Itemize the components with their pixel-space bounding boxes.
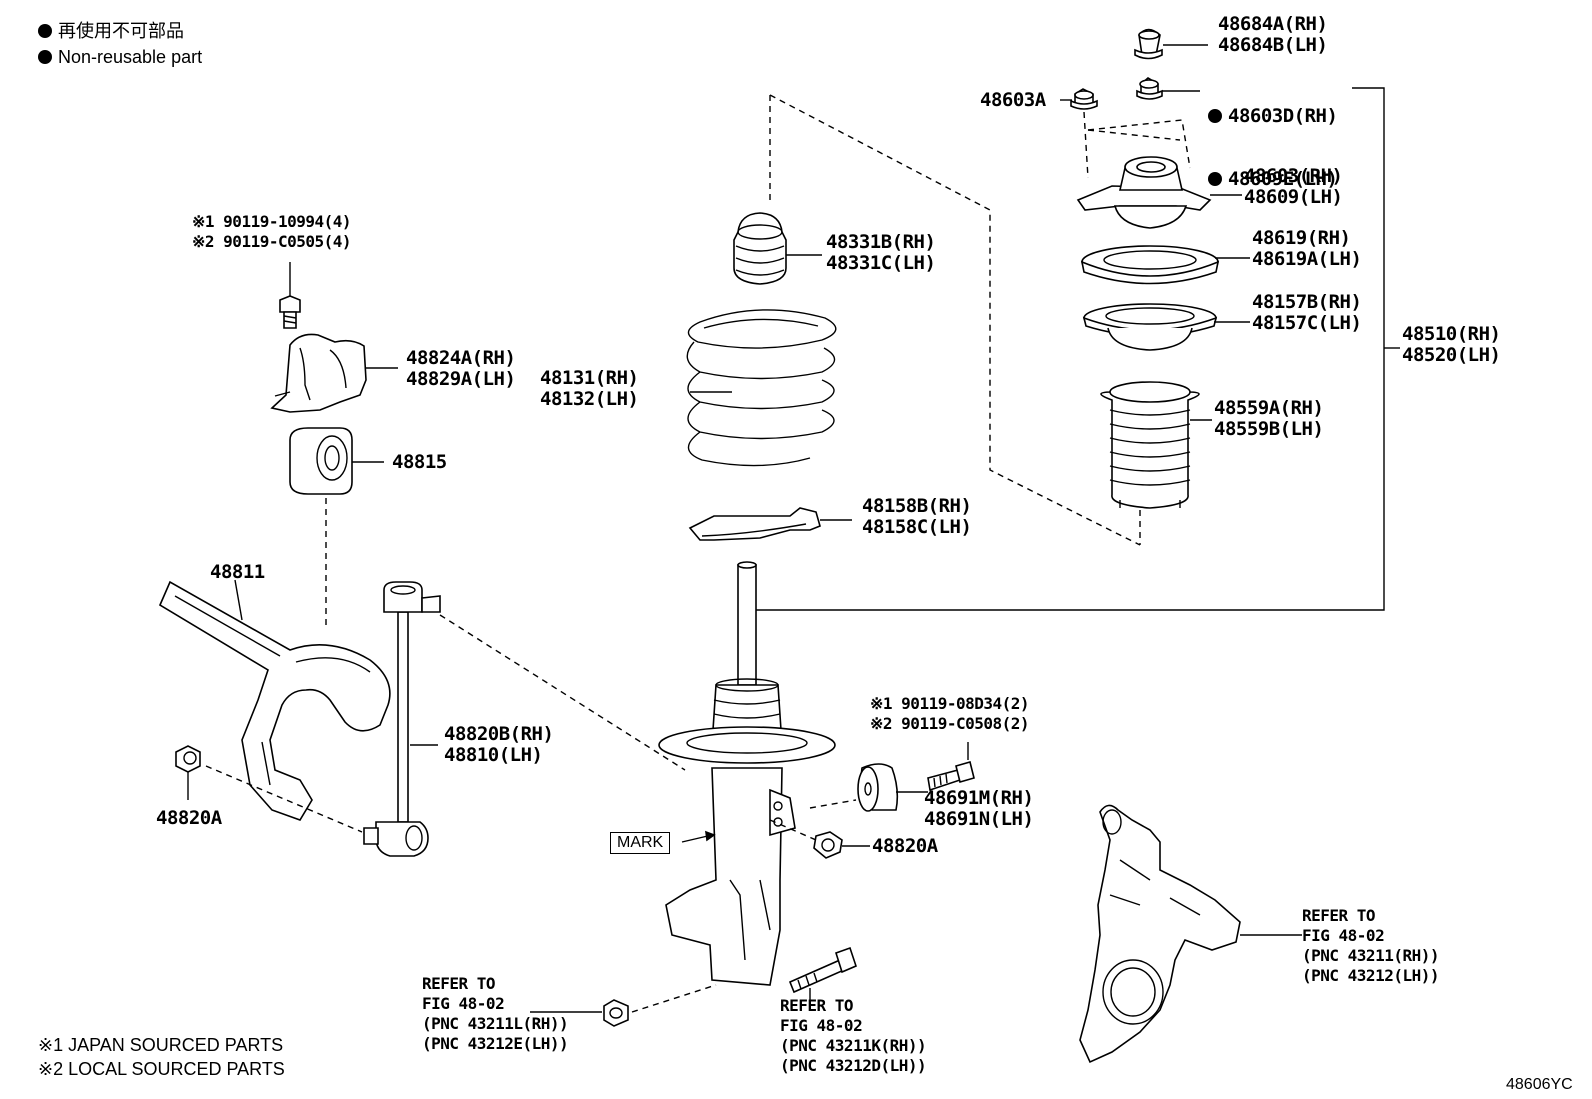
insulator-48158	[688, 507, 821, 541]
bracket-48824	[270, 333, 367, 413]
legend-non-reusable-jp: 再使用不可部品	[38, 20, 184, 42]
label-90119-b: ※1 90119-08D34(2)※2 90119-C0508(2)	[870, 694, 1030, 733]
stabilizer-link-48820b	[363, 581, 441, 857]
label-48824: 48824A(RH)48829A(LH)	[406, 347, 516, 390]
label-48820a-right: 48820A	[872, 835, 938, 857]
footnote-japan-sourced: ※1 JAPAN SOURCED PARTS	[38, 1035, 284, 1055]
bullet-icon	[38, 24, 52, 38]
label-48820a-left: 48820A	[156, 807, 222, 829]
label-90119-a: ※1 90119-10994(4)※2 90119-C0505(4)	[192, 212, 352, 251]
stabilizer-bar-48811	[158, 580, 391, 821]
label-48603: 48603(RH)48609(LH)	[1244, 165, 1343, 208]
label-48619: 48619(RH)48619A(LH)	[1252, 227, 1362, 270]
label-48131: 48131(RH)48132(LH)	[540, 367, 639, 410]
label-48510: 48510(RH)48520(LH)	[1402, 323, 1501, 366]
label-48158: 48158B(RH)48158C(LH)	[862, 495, 972, 538]
label-48811: 48811	[210, 561, 265, 583]
footnote-local-sourced: ※2 LOCAL SOURCED PARTS	[38, 1059, 285, 1079]
label-48815: 48815	[392, 451, 447, 473]
bushing-48815	[289, 427, 353, 495]
coil-spring-48131	[686, 309, 837, 467]
figure-id: 48606YC	[1506, 1076, 1573, 1093]
bearing-48619	[1080, 245, 1220, 285]
mark-label: MARK	[610, 832, 671, 854]
nut-48820a-left	[175, 745, 201, 773]
label-48559: 48559A(RH)48559B(LH)	[1214, 397, 1324, 440]
label-48820b: 48820B(RH)48810(LH)	[444, 723, 554, 766]
spring-seat-48157	[1082, 303, 1218, 351]
dust-boot-48559	[1100, 381, 1200, 509]
label-48603a: 48603A	[980, 89, 1046, 111]
label-48157: 48157B(RH)48157C(LH)	[1252, 291, 1362, 334]
label-48603d: 48603D(RH) 48609E(LH)	[1208, 64, 1338, 211]
nut-43211l	[603, 999, 629, 1027]
label-48691: 48691M(RH)48691N(LH)	[924, 787, 1034, 830]
bullet-icon	[38, 50, 52, 64]
label-48684: 48684A(RH)48684B(LH)	[1218, 13, 1328, 56]
steering-knuckle	[1079, 804, 1241, 1064]
strut-assembly	[658, 561, 836, 986]
non-reusable-icon	[1208, 109, 1222, 123]
non-reusable-icon	[1208, 172, 1222, 186]
bolt-90119-10994	[279, 295, 301, 329]
bolt-90119-08d34	[927, 761, 975, 792]
nut-48603d	[1136, 77, 1163, 100]
nut-48603a	[1070, 88, 1098, 110]
bolt-43211k	[788, 946, 857, 994]
bushing-48691	[857, 763, 899, 812]
bump-stop-48331	[733, 212, 787, 285]
nut-48820a-right	[813, 831, 843, 859]
cap-48684	[1134, 28, 1163, 60]
label-48331: 48331B(RH)48331C(LH)	[826, 231, 936, 274]
legend-non-reusable-en: Non-reusable part	[38, 46, 202, 68]
strut-mount-48603	[1076, 156, 1212, 229]
